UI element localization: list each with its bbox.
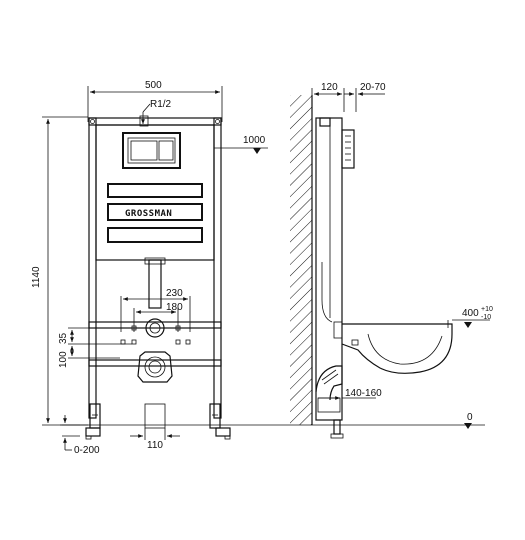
front-view: 500 R1/2 1140 GROSSMAN	[31, 80, 268, 456]
level-1000-label: 1000	[243, 135, 266, 146]
left-leg	[89, 403, 101, 429]
level-marker-icon	[253, 148, 261, 154]
height-35-label: 35	[58, 332, 69, 344]
pipe-diameter-label: 110	[147, 440, 163, 451]
flush-button-large	[130, 140, 158, 161]
bowl-height-marker-icon	[464, 322, 472, 328]
depth-120-label: 120	[321, 82, 338, 93]
height-dimension-label: 1140	[31, 266, 42, 288]
width-dimension-label: 500	[145, 80, 162, 91]
cistern-body	[95, 124, 215, 261]
drain-bend	[315, 365, 343, 401]
bowl-tolerance-minus: -10	[481, 314, 491, 321]
offset-230-label: 230	[166, 288, 183, 299]
bowl-tolerance-plus: +10	[481, 306, 493, 313]
flush-plate	[122, 132, 181, 169]
floor-level-label: 0	[467, 412, 473, 423]
bowl-height-label: 400	[462, 308, 479, 319]
offset-180-label: 180	[166, 302, 183, 313]
side-view: 120 20-70 400 +10 -10	[285, 82, 493, 439]
wall-hatch	[290, 95, 312, 425]
floor-level-marker-icon	[464, 423, 472, 429]
flush-pipe	[148, 259, 162, 309]
frame-left-rail	[88, 117, 97, 419]
button-depth-label: 20-70	[360, 82, 386, 93]
frame-right-rail	[213, 117, 222, 419]
brand-panel	[107, 203, 203, 221]
drain-outlet	[137, 351, 173, 383]
bowl-connection	[145, 318, 165, 338]
leg-adjustment-label: 0-200	[74, 445, 100, 456]
outlet-distance-label: 140-160	[345, 388, 382, 399]
height-100-label: 100	[58, 351, 69, 368]
toilet-bowl	[341, 323, 453, 374]
brand-name-label: GROSSMAN	[125, 209, 172, 219]
frame-top-bar	[88, 117, 222, 126]
right-leg	[209, 403, 221, 429]
flush-button-small	[158, 140, 174, 161]
thread-size-label: R1/2	[150, 99, 172, 110]
